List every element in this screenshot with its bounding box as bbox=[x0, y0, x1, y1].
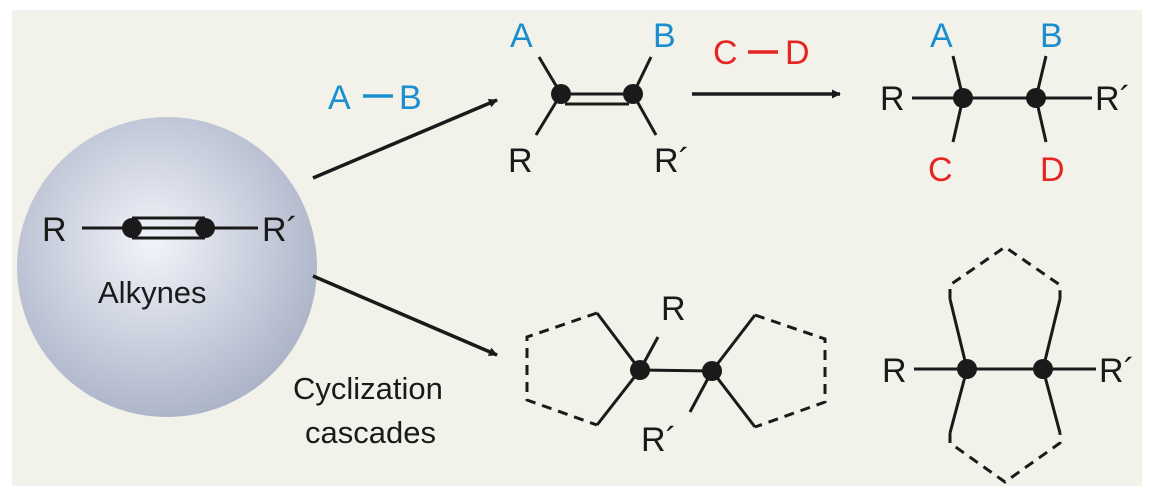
spiro-top: R bbox=[661, 290, 686, 328]
spiro-central-bond bbox=[639, 368, 713, 373]
alkene-bottom-left: R bbox=[508, 142, 533, 180]
arrow-to-cascade bbox=[312, 274, 498, 357]
cascade-label: Cyclization cascades bbox=[293, 371, 443, 450]
alkene-atom-left bbox=[551, 84, 571, 104]
cascade-line-2: cascades bbox=[305, 415, 436, 450]
spiro-bottom: R´ bbox=[641, 421, 677, 459]
arrow-to-alkene bbox=[312, 98, 498, 180]
cascade-line-1: Cyclization bbox=[293, 371, 443, 406]
spiro-structure: R R´ bbox=[525, 290, 827, 459]
fused-top-ring-solid bbox=[948, 298, 1062, 370]
spiro-right-ring-dashed bbox=[754, 313, 827, 429]
fused-bottom-ring-solid bbox=[948, 368, 1062, 434]
alkene-structure: A B R R´ bbox=[508, 17, 690, 180]
alkane-bottom-right: D bbox=[1040, 151, 1065, 189]
fused-bottom-ring-dashed bbox=[948, 433, 1062, 484]
fused-right: R´ bbox=[1099, 352, 1135, 390]
reagent-b: B bbox=[399, 79, 422, 117]
alkyne-right-substituent: R´ bbox=[262, 211, 298, 249]
fused-atom-right bbox=[1033, 359, 1053, 379]
alkyne-label: Alkynes bbox=[98, 275, 207, 310]
spiro-left-ring-dashed bbox=[525, 311, 598, 427]
alkyne-sphere: R R´ Alkynes bbox=[17, 117, 317, 417]
fused-atom-left bbox=[957, 359, 977, 379]
reagent-ab: A B bbox=[328, 79, 422, 117]
reagent-d: D bbox=[785, 34, 810, 72]
sphere-circle bbox=[17, 117, 317, 417]
fused-left: R bbox=[882, 352, 907, 390]
reagent-c: C bbox=[713, 34, 738, 72]
alkene-atom-right bbox=[623, 84, 643, 104]
alkyne-atom-left bbox=[122, 218, 142, 238]
alkane-left: R bbox=[880, 80, 905, 118]
alkene-bottom-right: R´ bbox=[654, 142, 690, 180]
reagent-a: A bbox=[328, 79, 351, 117]
alkene-top-left: A bbox=[510, 17, 533, 55]
alkane-bottom-left: C bbox=[928, 151, 953, 189]
alkane-top-right: B bbox=[1040, 17, 1063, 55]
alkene-top-right: B bbox=[653, 17, 676, 55]
alkyne-left-substituent: R bbox=[42, 211, 67, 249]
fused-structure: R R´ bbox=[882, 245, 1135, 484]
alkane-right: R´ bbox=[1095, 80, 1131, 118]
spiro-atom-left bbox=[630, 360, 650, 380]
alkane-atom-left bbox=[953, 88, 973, 108]
reagent-cd: C D bbox=[713, 34, 810, 72]
alkyne-atom-right bbox=[195, 218, 215, 238]
alkane-top-left: A bbox=[930, 17, 953, 55]
alkane-atom-right bbox=[1026, 88, 1046, 108]
fused-top-ring-dashed bbox=[948, 245, 1062, 299]
spiro-atom-right bbox=[702, 361, 722, 381]
alkane-structure: R R´ A B C D bbox=[880, 17, 1131, 189]
